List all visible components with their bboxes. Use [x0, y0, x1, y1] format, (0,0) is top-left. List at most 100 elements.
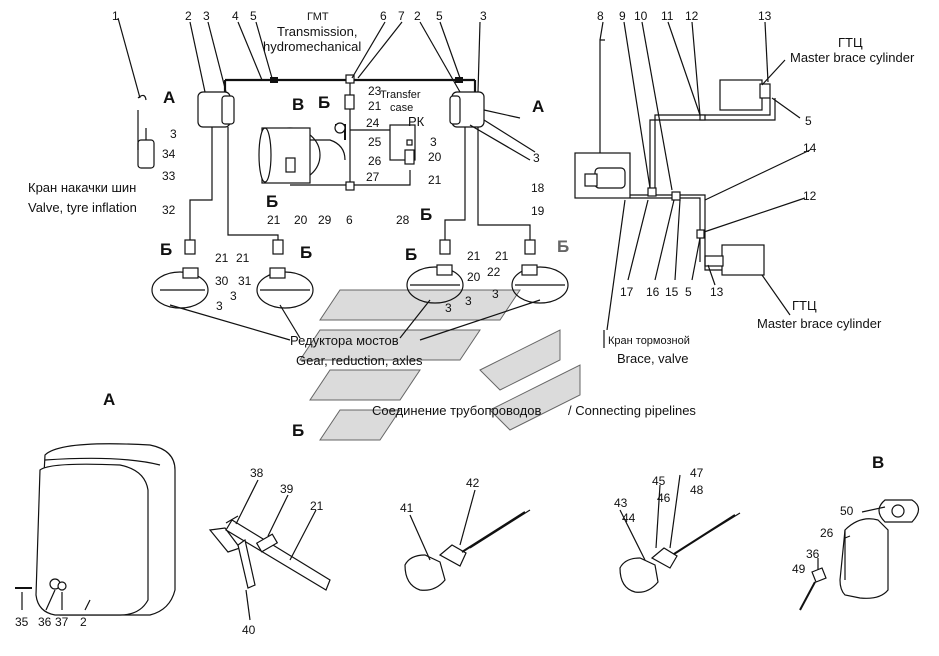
- detail-letter-v: В: [872, 453, 884, 472]
- tank-right: [449, 91, 485, 128]
- callout-28: 28: [396, 213, 410, 227]
- callout-13: 13: [758, 9, 772, 23]
- callout-49: 49: [792, 562, 806, 576]
- callout-29: 29: [318, 213, 332, 227]
- callout-21d: 21: [215, 251, 229, 265]
- brake-valve-label-ru: Кран тормозной: [608, 335, 690, 347]
- detail-v-cover: [799, 499, 920, 611]
- callout-12: 12: [685, 9, 699, 23]
- callout-7: 7: [398, 9, 405, 23]
- callout-11: 11: [661, 9, 674, 23]
- callout-21a: 21: [368, 99, 382, 113]
- callout-2b: 2: [414, 9, 421, 23]
- callout-36b: 36: [806, 547, 820, 561]
- detail-letter-a: А: [103, 390, 115, 409]
- callout-43: 43: [614, 496, 628, 510]
- callout-33: 33: [162, 169, 176, 183]
- callout-45: 45: [652, 474, 666, 488]
- callout-27: 27: [366, 170, 380, 184]
- gtc-top-en: Master brace cylinder: [790, 50, 915, 65]
- letter-b-5: Б: [300, 243, 312, 262]
- callout-6b: 6: [346, 213, 353, 227]
- callout-15: 15: [665, 285, 679, 299]
- callout-18: 18: [531, 181, 545, 195]
- callout-3f: 3: [230, 289, 237, 303]
- callout-3d: 3: [170, 127, 177, 141]
- callout-31: 31: [238, 274, 252, 288]
- axle-gear-2: [256, 267, 314, 309]
- callout-37: 37: [55, 615, 69, 629]
- callout-39: 39: [280, 482, 294, 496]
- callout-21e: 21: [236, 251, 250, 265]
- callout-26b: 26: [820, 526, 834, 540]
- callout-2: 2: [185, 9, 192, 23]
- callout-8: 8: [597, 9, 604, 23]
- callout-21c: 21: [267, 213, 281, 227]
- callout-22: 22: [487, 265, 501, 279]
- callout-3: 3: [203, 9, 210, 23]
- callout-21g: 21: [495, 249, 509, 263]
- left-pipeline-scheme: [117, 17, 569, 341]
- callout-3h: 3: [465, 294, 472, 308]
- callout-44: 44: [622, 511, 636, 525]
- callout-26: 26: [368, 154, 382, 168]
- callout-50: 50: [840, 504, 854, 518]
- callout-3i: 3: [492, 287, 499, 301]
- callout-3g: 3: [216, 299, 223, 313]
- callout-1: 1: [112, 9, 119, 23]
- callout-6: 6: [380, 9, 387, 23]
- gear-label-en: Gear, reduction, axles: [296, 353, 423, 368]
- letter-b-7: Б: [557, 237, 569, 256]
- callout-40: 40: [242, 623, 256, 637]
- rk-label: РК: [408, 114, 425, 129]
- callout-5c: 5: [805, 114, 812, 128]
- callout-48: 48: [690, 483, 704, 497]
- callout-20c: 20: [467, 270, 481, 284]
- gear-label-ru: Редуктора мостов: [290, 333, 399, 348]
- callout-36a: 36: [38, 615, 52, 629]
- callout-20b: 20: [294, 213, 308, 227]
- letter-v: В: [292, 95, 304, 114]
- callout-32: 32: [162, 203, 176, 217]
- callout-12b: 12: [803, 189, 817, 203]
- letter-b-4: Б: [160, 240, 172, 259]
- gtc-bottom-ru: ГТЦ: [792, 298, 817, 313]
- tyre-valve-label-ru: Кран накачки шин: [28, 180, 136, 195]
- callout-42: 42: [466, 476, 480, 490]
- letter-a-left: А: [163, 88, 175, 107]
- callout-41: 41: [400, 501, 414, 515]
- detail-b-bracket: [208, 479, 331, 621]
- watermark-logo: [299, 289, 581, 441]
- letter-b-6: Б: [405, 245, 417, 264]
- callout-5d: 5: [685, 285, 692, 299]
- axle-gear-3: [406, 264, 464, 304]
- callout-47: 47: [690, 466, 704, 480]
- tank-left: [197, 91, 235, 128]
- callout-21f: 21: [467, 249, 481, 263]
- callout-3j: 3: [445, 301, 452, 315]
- right-brake-scheme: [574, 21, 811, 331]
- gmt-label-en-1: Transmission,: [277, 24, 357, 39]
- callout-30: 30: [215, 274, 229, 288]
- transfer-label-1: Transfer: [380, 89, 421, 101]
- callout-25: 25: [368, 135, 382, 149]
- letter-b-3: Б: [420, 205, 432, 224]
- callout-21h: 21: [310, 499, 324, 513]
- letter-b-2: Б: [266, 192, 278, 211]
- transfer-label-2: case: [390, 102, 413, 114]
- tyre-valve-label-en: Valve, tyre inflation: [28, 200, 137, 215]
- callout-3b: 3: [480, 9, 487, 23]
- transmission-unit: [258, 127, 346, 184]
- detail-a-tank: [15, 443, 176, 616]
- tyre-inflation-valve: [137, 94, 155, 169]
- callout-35: 35: [15, 615, 29, 629]
- detail-letter-b: Б: [292, 421, 304, 440]
- callout-34: 34: [162, 147, 176, 161]
- callout-20a: 20: [428, 150, 442, 164]
- gtc-top-ru: ГТЦ: [838, 35, 863, 50]
- gmt-label-en-2: hydromechanical: [263, 39, 361, 54]
- callout-13c: 13: [710, 285, 724, 299]
- callout-5b: 5: [436, 9, 443, 23]
